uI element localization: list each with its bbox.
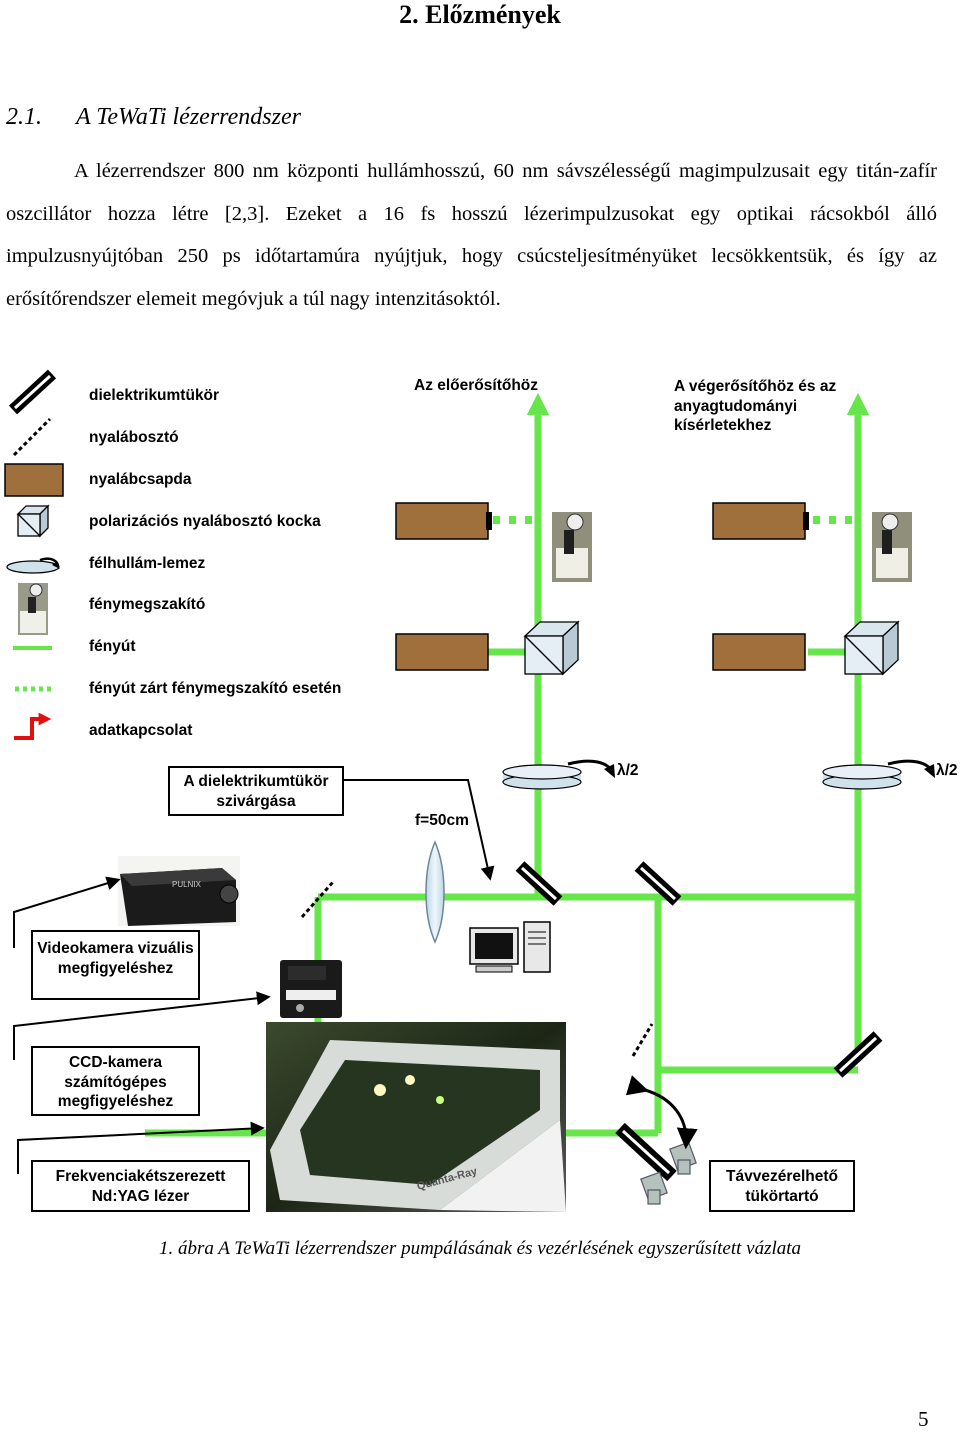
beamdump-icon (4, 463, 64, 497)
video-camera: PULNIX (118, 856, 240, 926)
body-paragraph: A lézerrendszer 800 nm központi hullámho… (6, 150, 937, 320)
legend (4, 369, 64, 740)
to-final-amp-label: A végerősítőhöz és az anyagtudományi kís… (674, 378, 837, 434)
data-link-icon (14, 712, 52, 740)
lens (425, 840, 445, 944)
pbs-cube-right (843, 620, 900, 676)
legend-cube-label: polarizációs nyalábosztó kocka (89, 513, 321, 530)
legend-shutter-label: fénymegszakító (89, 596, 206, 613)
lambda-left-label: λ/2 (617, 762, 639, 779)
mirror-icon (8, 369, 57, 415)
waveplate-right (822, 759, 935, 790)
videocam-box: Videokamera vizuális megfigyeléshez (31, 930, 200, 1000)
shutter-left (552, 512, 592, 582)
page-number: 5 (918, 1407, 929, 1431)
section-heading: 2.1. A TeWaTi lézerrendszer (6, 104, 301, 131)
legend-data-label: adatkapcsolat (89, 722, 193, 739)
legend-beamsplitter-label: nyalábosztó (89, 429, 179, 446)
section-title: A TeWaTi lézerrendszer (76, 104, 301, 130)
beamsplitters (300, 881, 654, 1057)
laser-box: Frekvenciakétszerezett Nd:YAG lézer (31, 1160, 250, 1212)
figure-caption: 1. ábra A TeWaTi lézerrendszer pumpálásá… (158, 1238, 802, 1259)
section-number: 2.1. (6, 104, 42, 130)
ccd-box: CCD-kamera számítógépes megfigyeléshez (31, 1046, 200, 1116)
laser-photo: Quanta-Ray (266, 1022, 566, 1212)
legend-beam-closed-label: fényút zárt fénymegszakító esetén (89, 680, 342, 697)
chapter-title: 2. Előzmények (399, 0, 561, 29)
waveplate-left (502, 759, 615, 790)
to-preamp-label: Az előerősítőhöz (414, 377, 539, 394)
camera-brand: PULNIX (172, 880, 202, 889)
paragraph-text: A lézerrendszer 800 nm központi hullámho… (6, 160, 937, 310)
legend-mirror-label: dielektrikumtükör (89, 387, 220, 404)
rotation-arrow (625, 1075, 698, 1150)
waveplate-icon (6, 557, 60, 574)
legend-beam-label: fényút (89, 638, 136, 655)
lambda-right-label: λ/2 (936, 762, 958, 779)
shutter-right (872, 512, 912, 582)
legend-halfwave-label: félhullám-lemez (89, 555, 206, 572)
remote-mount-box: Távvezérelhető tükörtartó (709, 1160, 855, 1212)
shutter-icon (18, 583, 48, 635)
lens-focal-label: f=50cm (415, 812, 469, 829)
legend-beamdump-label: nyalábcsapda (89, 471, 192, 488)
beamsplitter-icon (12, 417, 52, 457)
ccd-camera (280, 960, 342, 1018)
pbs-cube-left (523, 620, 580, 676)
leakage-box: A dielektrikumtükör szivárgása (168, 766, 344, 816)
computer (469, 921, 551, 973)
data-links (13, 779, 495, 1174)
cube-icon (16, 504, 50, 538)
beamdumps (395, 502, 809, 671)
